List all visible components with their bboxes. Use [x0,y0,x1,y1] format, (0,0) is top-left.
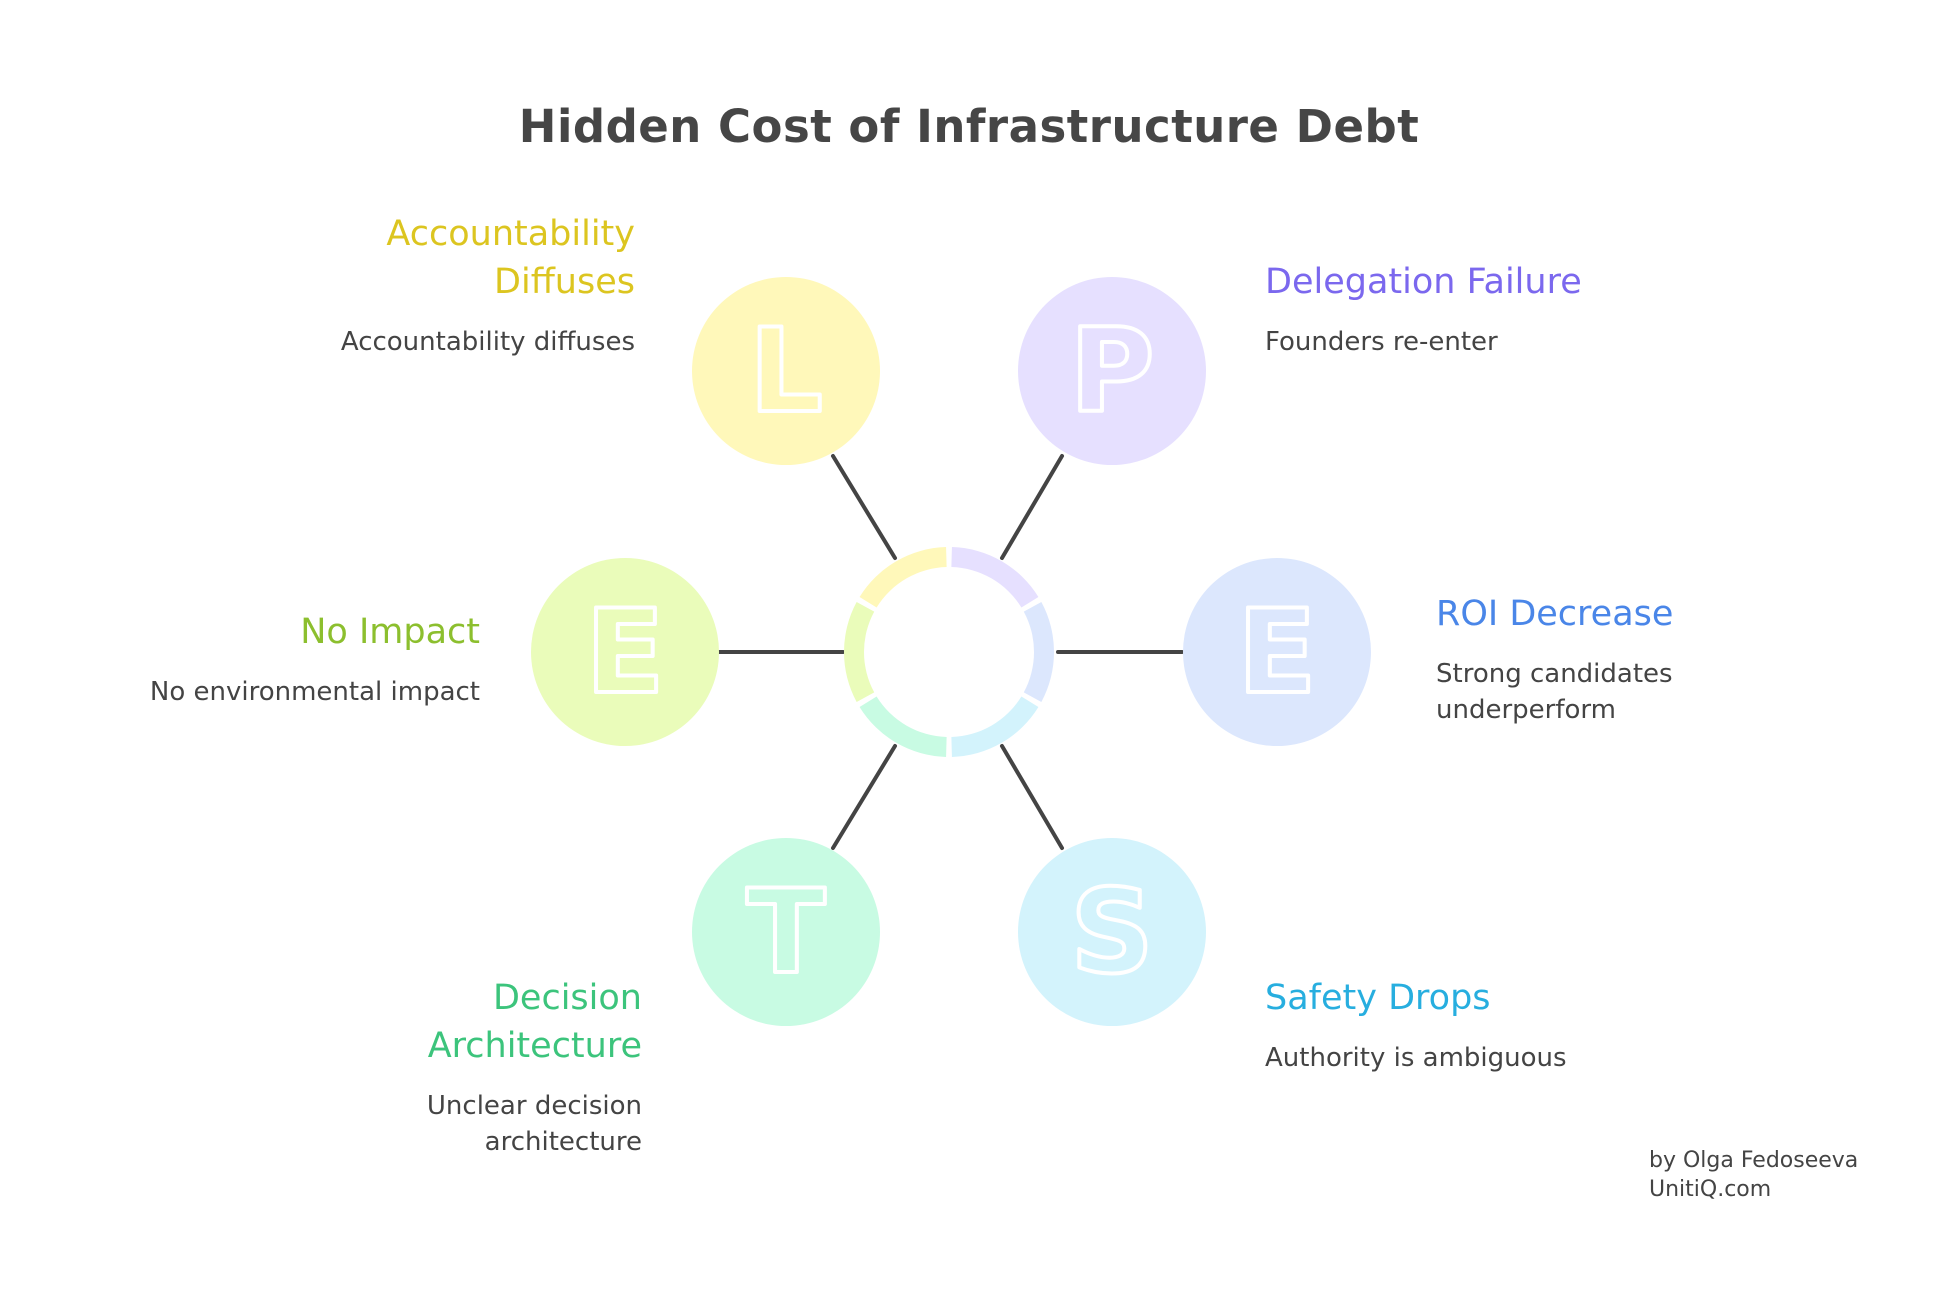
node-circles: L P E S T E [531,277,1371,1026]
footer-site: UnitiQ.com [1649,1177,1772,1202]
label-safety: Safety Drops Authority is ambiguous [1265,974,1567,1076]
hub-segment [951,696,1039,757]
node-letter-p: P [1069,304,1154,439]
heading-no-impact: No Impact [300,612,480,652]
hub-segment [859,547,947,608]
desc-delegation: Founders re-enter [1265,327,1498,357]
heading-decision: Decision Architecture [427,978,642,1066]
node-letter-s: S [1070,865,1154,1000]
label-delegation: Delegation Failure Founders re-enter [1265,258,1582,360]
label-no-impact: No Impact No environmental impact [150,608,480,710]
hub-segment [1023,602,1055,702]
heading-safety: Safety Drops [1265,978,1491,1018]
connector-t [831,744,897,850]
heading-delegation: Delegation Failure [1265,262,1582,302]
connector-l [831,454,897,560]
connector-p [1000,454,1064,560]
node-e-circle: E [531,558,719,746]
hub-ring [844,547,1055,757]
hub-segment [859,696,947,757]
heading-accountability: Accountability Diffuses [386,214,635,302]
desc-decision: Unclear decision architecture [426,1091,642,1157]
desc-roi: Strong candidates underperform [1436,659,1673,725]
label-accountability: Accountability Diffuses Accountability d… [341,210,635,360]
node-l-circle: L [692,277,880,465]
footer-author: by Olga Fedoseeva [1649,1148,1859,1173]
node-letter-e: E [1237,585,1316,720]
connector-lines [717,454,1184,850]
node-e-circle: E [1183,558,1371,746]
node-p-circle: P [1018,277,1206,465]
node-letter-e: E [585,585,664,720]
hub-segment [951,547,1039,608]
node-s-circle: S [1018,838,1206,1026]
hub-segment [844,602,875,702]
connector-s [1000,744,1064,850]
diagram-title: Hidden Cost of Infrastructure Debt [518,100,1420,153]
label-decision: Decision Architecture Unclear decision a… [427,974,642,1160]
node-t-circle: T [692,838,880,1026]
heading-roi: ROI Decrease [1436,594,1674,634]
footer-credit: by Olga Fedoseeva UnitiQ.com [1649,1146,1858,1204]
label-roi: ROI Decrease Strong candidates underperf… [1436,590,1673,728]
desc-safety: Authority is ambiguous [1265,1043,1567,1073]
node-letter-t: T [746,865,825,1000]
desc-accountability: Accountability diffuses [340,327,635,357]
desc-no-impact: No environmental impact [149,677,480,707]
node-letter-l: L [749,304,823,439]
